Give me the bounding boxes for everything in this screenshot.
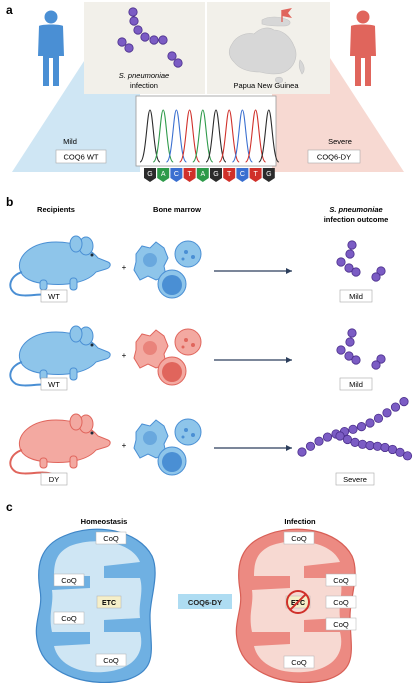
panel-a-label: a — [6, 3, 13, 17]
mild-label: Mild — [63, 137, 77, 146]
blocked-icon — [286, 590, 310, 614]
mouse-label-3: DY — [49, 475, 59, 484]
outcome-label-2: Mild — [349, 380, 363, 389]
base-tag — [262, 168, 275, 182]
outcome-label-3: Severe — [343, 475, 367, 484]
homeostasis-title: Homeostasis — [81, 517, 128, 526]
mouse-dy-icon — [9, 413, 112, 475]
base-tag — [144, 168, 156, 182]
panel-b-label: b — [6, 195, 13, 209]
coq-label: CoQ — [333, 620, 349, 629]
severe-genotype-box: COQ6-DY — [317, 153, 351, 162]
svg-text:+: + — [122, 263, 127, 272]
mouse-label-2: WT — [48, 380, 60, 389]
base-tag — [210, 168, 222, 182]
coq-label: CoQ — [61, 576, 77, 585]
mouse-label-1: WT — [48, 292, 60, 301]
chromatogram-peak — [258, 109, 280, 163]
panel-a: a S. pneumoniae infection Papua New G — [6, 2, 404, 182]
etc-label: ETC — [102, 600, 116, 607]
mouse-wt-icon — [9, 325, 112, 387]
base-tag — [170, 168, 183, 182]
coq-label: CoQ — [291, 658, 307, 667]
infection-label-italic: S. pneumoniae — [119, 71, 169, 80]
base-letter: T — [253, 171, 258, 178]
row-2: WT + Mild — [9, 325, 386, 391]
row-1: WT + Mild — [9, 235, 386, 303]
location-flag-icon — [281, 8, 292, 22]
coq-label: CoQ — [103, 656, 119, 665]
coq-label: CoQ — [333, 598, 349, 607]
person-blue-icon — [38, 10, 64, 86]
cocci-severe-icon — [297, 397, 413, 461]
mitochondrion-homeostasis — [35, 528, 156, 684]
chromatogram-peak — [205, 109, 227, 163]
base-letter: T — [187, 171, 192, 178]
base-tag — [196, 168, 209, 182]
location-label: Papua New Guinea — [233, 81, 299, 90]
base-tag — [183, 168, 196, 182]
base-letter: C — [174, 171, 179, 178]
svg-text:+: + — [122, 441, 127, 450]
infection-label: infection — [130, 81, 158, 90]
base-letter: G — [213, 171, 218, 178]
row-3: DY + Severe — [9, 397, 413, 486]
base-letter: T — [227, 171, 232, 178]
panel-b: b Recipients Bone marrow S. pneumoniae i… — [6, 195, 413, 486]
coq6-dy-badge — [178, 594, 232, 609]
chromatogram-peak — [231, 109, 253, 163]
australia-map-icon — [228, 16, 305, 84]
outcome-label-1: Mild — [349, 292, 363, 301]
base-tag — [249, 168, 262, 182]
bone-marrow-blue-icon — [133, 240, 202, 299]
cocci-mild-icon — [336, 240, 386, 282]
col-recipients: Recipients — [37, 205, 75, 214]
col-outcome: infection outcome — [324, 215, 389, 224]
chromatogram-peak — [245, 109, 267, 163]
base-tag — [236, 168, 249, 182]
chromatogram-peaks — [139, 109, 280, 163]
infection-title: Infection — [284, 517, 316, 526]
severe-label: Severe — [328, 137, 352, 146]
coq-label: CoQ — [291, 534, 307, 543]
bone-marrow-blue-icon — [133, 418, 202, 476]
person-red-icon — [350, 10, 376, 86]
base-letter: A — [200, 171, 205, 178]
coq-boxes-right: CoQ CoQ CoQ CoQ CoQ ETC — [283, 531, 357, 669]
panel-c-label: c — [6, 500, 13, 514]
coq-label: CoQ — [61, 614, 77, 623]
col-bone-marrow: Bone marrow — [153, 205, 201, 214]
etc-label-blocked: ETC — [291, 600, 305, 607]
base-tag — [157, 168, 170, 182]
cocci-mild-icon — [336, 328, 386, 370]
base-letter: C — [240, 171, 245, 178]
chromatogram-peak — [218, 109, 240, 163]
chromatogram-peak — [179, 109, 201, 163]
chromatogram-peak — [152, 109, 174, 163]
chromatogram-peak — [139, 109, 161, 163]
coq-label: CoQ — [333, 576, 349, 585]
col-outcome-italic: S. pneumoniae — [329, 205, 382, 214]
bone-marrow-red-icon — [133, 328, 202, 386]
chromatogram-peak — [165, 109, 187, 163]
base-letter: A — [161, 171, 166, 178]
base-tag — [223, 168, 236, 182]
panel-c: c Homeostasis Infection CoQ CoQ CoQ CoQ … — [6, 500, 357, 684]
coq6-dy-label: COQ6-DY — [188, 598, 222, 607]
mouse-wt-icon — [9, 235, 112, 297]
coq-label: CoQ — [103, 534, 119, 543]
base-letter: G — [147, 171, 152, 178]
coq-boxes-left: CoQ CoQ CoQ CoQ ETC — [53, 531, 127, 667]
mild-genotype-box: COQ6 WT — [64, 153, 99, 162]
base-letter: G — [266, 171, 271, 178]
chromatogram-peak — [192, 109, 214, 163]
svg-text:+: + — [122, 351, 127, 360]
